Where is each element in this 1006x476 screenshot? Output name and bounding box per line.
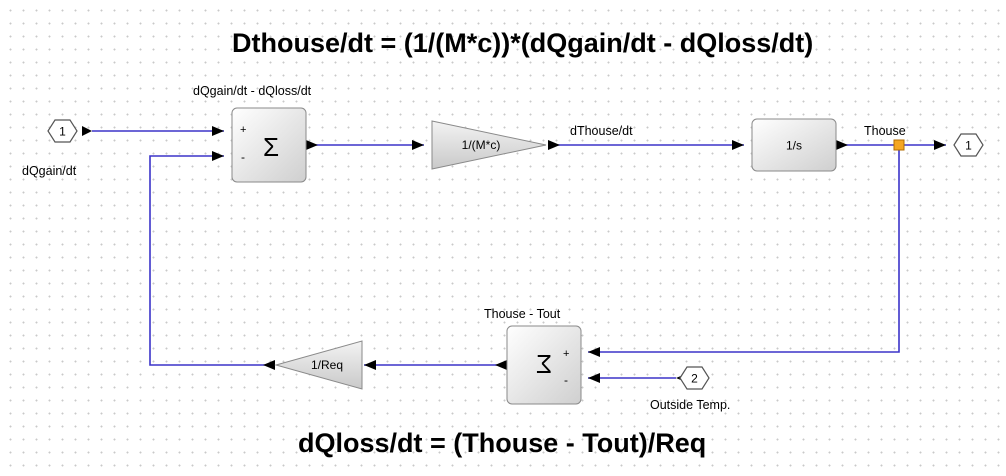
- integrator-label: 1/s: [786, 139, 802, 153]
- input-port-1[interactable]: 1: [47, 119, 78, 143]
- input-port-2-number: 2: [691, 372, 698, 386]
- input-port-2[interactable]: 2: [679, 366, 710, 390]
- arrowhead: [412, 140, 424, 150]
- signal-label-dthouse: dThouse/dt: [570, 124, 633, 138]
- arrowhead: [548, 140, 560, 150]
- gain-block-req[interactable]: 1/Req: [274, 340, 363, 390]
- output-port-1-number: 1: [965, 139, 972, 153]
- bottom-equation: dQloss/dt = (Thouse - Tout)/Req: [298, 428, 706, 458]
- input-port-1-number: 1: [59, 125, 66, 139]
- gain-block-mc[interactable]: 1/(M*c): [431, 120, 547, 170]
- arrowhead: [364, 360, 376, 370]
- wire-req-to-sum[interactable]: [149, 155, 275, 366]
- arrowhead: [212, 126, 224, 136]
- wire-thouse-feedback[interactable]: [588, 145, 900, 353]
- sum-block-bottom-title: Thouse - Tout: [484, 307, 561, 321]
- arrowhead: [588, 373, 600, 383]
- sum-bottom-symbol: Σ: [536, 349, 552, 379]
- sum-block-top[interactable]: Σ + -: [231, 107, 307, 183]
- integrator-block[interactable]: 1/s: [751, 118, 837, 172]
- sum-bottom-plus-sign: +: [563, 348, 569, 360]
- arrowhead: [306, 140, 318, 150]
- arrowhead: [212, 151, 224, 161]
- arrowhead: [82, 126, 92, 136]
- sum-block-bottom[interactable]: Σ + -: [506, 325, 582, 405]
- arrowhead: [836, 140, 848, 150]
- split-point[interactable]: [893, 139, 905, 151]
- output-port-1[interactable]: 1: [953, 133, 984, 157]
- arrowhead: [588, 347, 600, 357]
- input-port-2-label: Outside Temp.: [650, 398, 730, 412]
- top-equation: Dthouse/dt = (1/(M*c))*(dQgain/dt - dQlo…: [232, 28, 813, 58]
- arrowhead: [934, 140, 946, 150]
- sum-symbol: Σ: [263, 132, 279, 162]
- sum-block-top-title: dQgain/dt - dQloss/dt: [193, 84, 312, 98]
- signal-label-thouse: Thouse: [864, 124, 906, 138]
- arrowhead: [732, 140, 744, 150]
- arrowhead: [263, 360, 275, 370]
- sum-top-plus-sign: +: [240, 124, 246, 136]
- sum-top-minus-sign: -: [241, 150, 245, 164]
- gain-mc-label: 1/(M*c): [462, 138, 501, 152]
- gain-req-label: 1/Req: [311, 358, 343, 372]
- sum-bottom-minus-sign: -: [564, 373, 568, 387]
- input-port-1-label: dQgain/dt: [22, 164, 77, 178]
- arrowhead: [495, 360, 507, 370]
